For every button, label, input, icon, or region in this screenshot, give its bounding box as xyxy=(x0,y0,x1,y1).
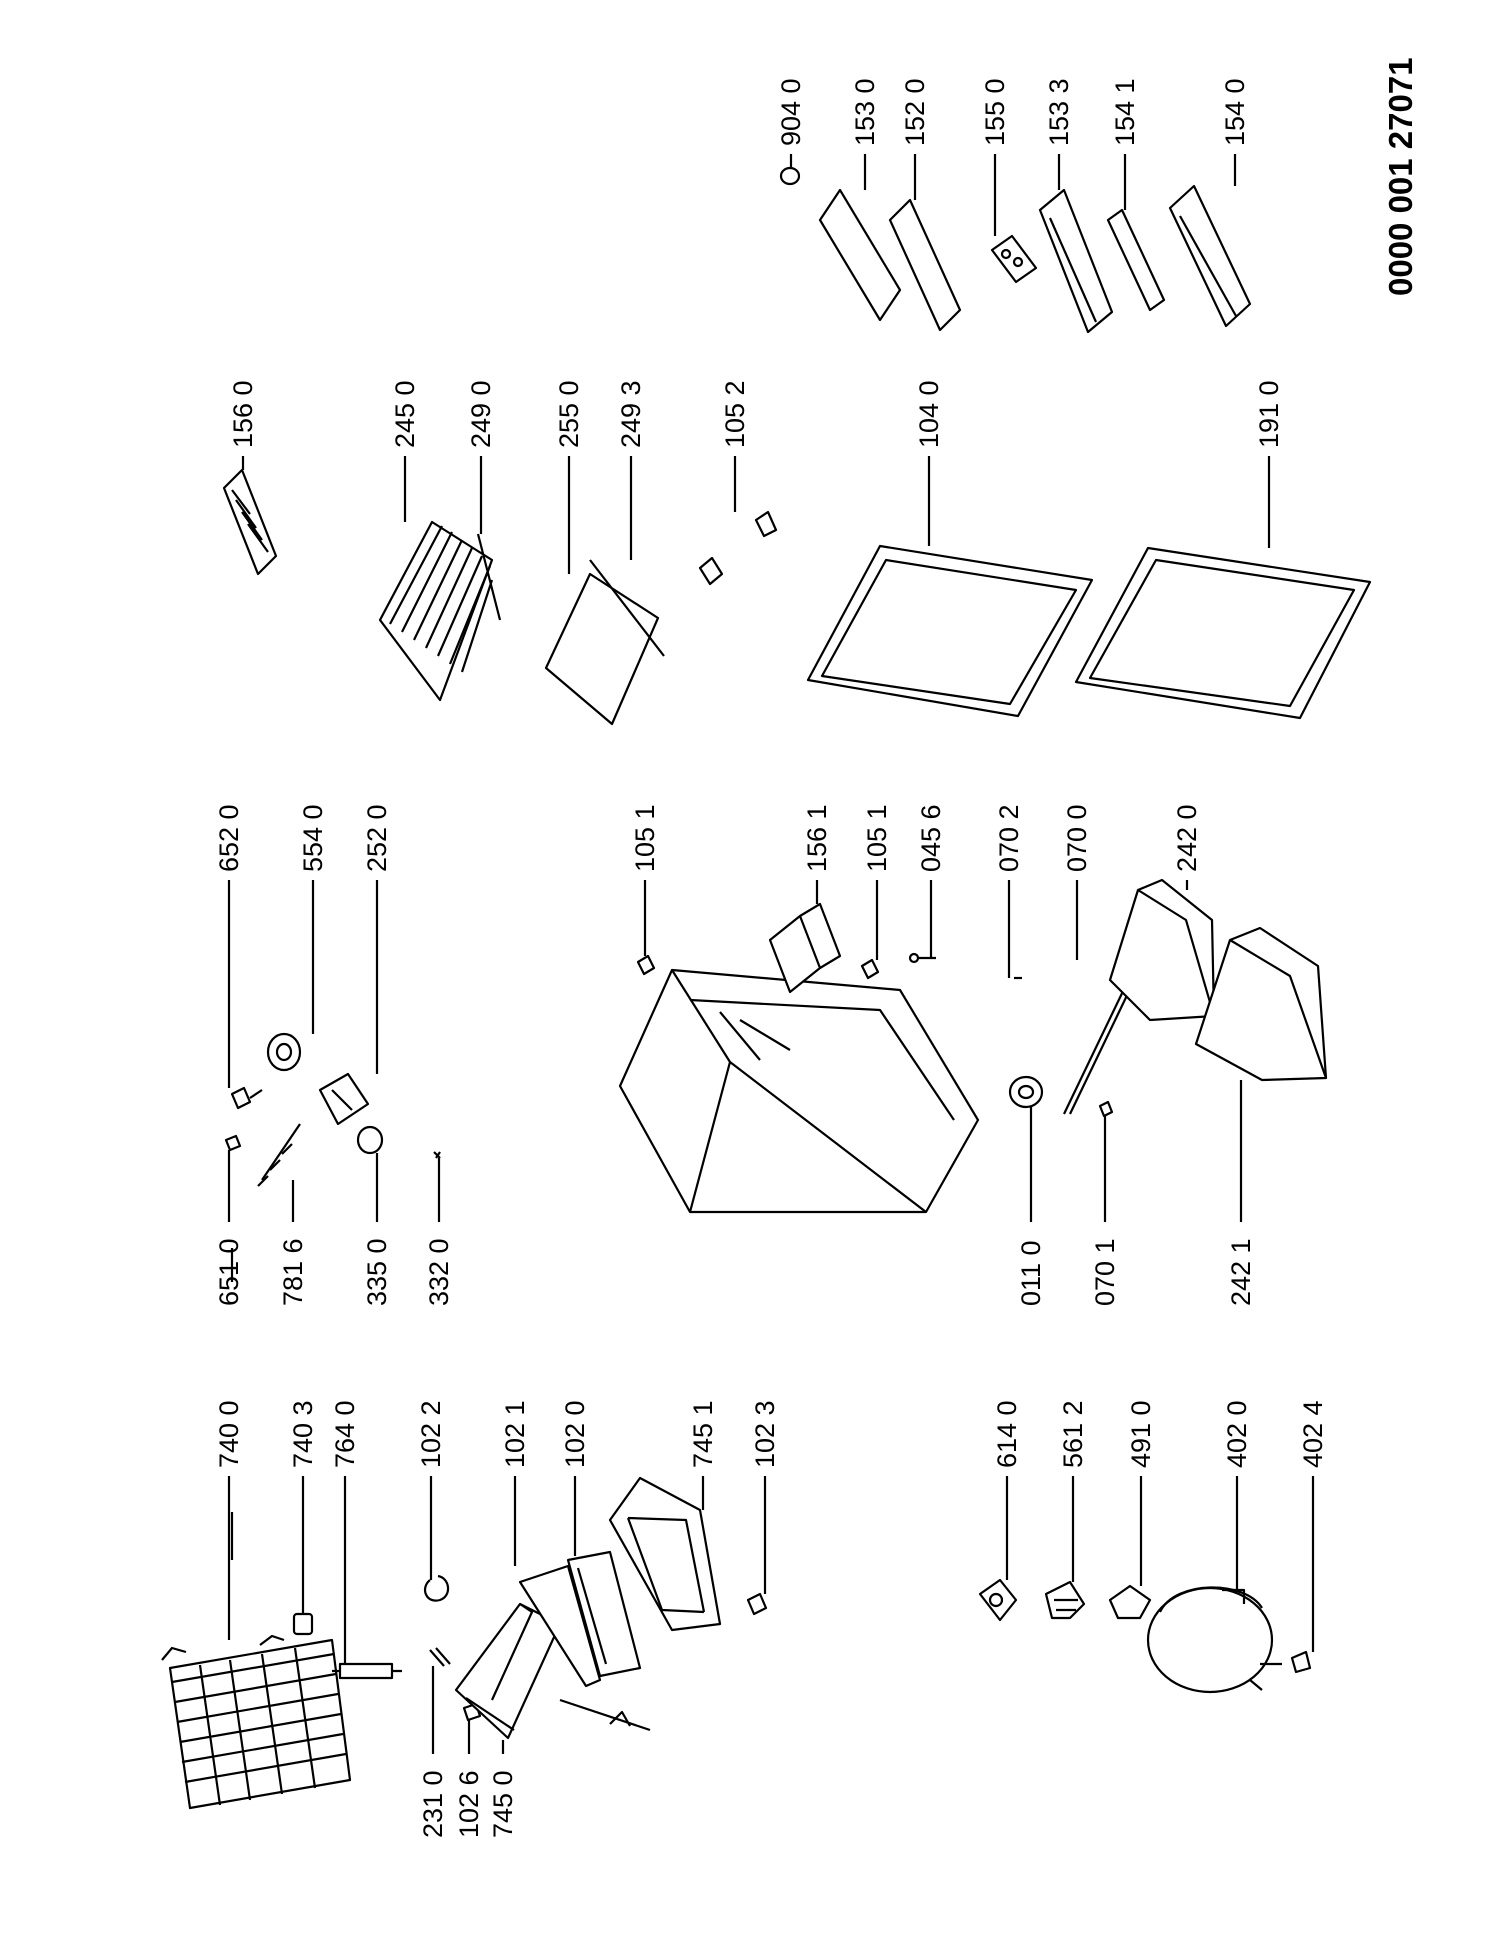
cover-491-0 xyxy=(1108,1584,1152,1620)
egg-tray-156-0 xyxy=(222,468,278,576)
shelf-trim-249-3 xyxy=(589,559,665,657)
part-label-2520: 252 0 xyxy=(362,804,392,872)
part-label-1051b: 105 1 xyxy=(862,804,892,872)
thermostat-252-0 xyxy=(318,1072,370,1126)
knob-554-0 xyxy=(266,1032,302,1072)
knob-335-0 xyxy=(356,1125,384,1155)
clip-102-3 xyxy=(746,1592,768,1616)
clip-070-1 xyxy=(1098,1100,1114,1118)
part-label-3350: 335 0 xyxy=(362,1238,392,1306)
drawer-242-1 xyxy=(1194,926,1328,1082)
part-label-0700: 070 0 xyxy=(1062,804,1092,872)
part-label-7403: 740 3 xyxy=(288,1400,318,1468)
door-gasket-191-0 xyxy=(1074,546,1372,720)
bracket-561-2 xyxy=(1044,1580,1086,1620)
part-label-2420: 242 0 xyxy=(1172,804,1202,872)
door-104-0 xyxy=(806,544,1094,718)
part-label-1533: 153 3 xyxy=(1044,78,1074,146)
part-label-5540: 554 0 xyxy=(298,804,328,872)
hinge-105-2 xyxy=(698,510,778,586)
cap-651-0 xyxy=(224,1134,242,1152)
part-label-1023: 102 3 xyxy=(750,1400,780,1468)
drip-tray-745-1 xyxy=(608,1476,722,1632)
condenser-coil-740-0 xyxy=(161,1634,352,1810)
bin-153-3 xyxy=(1038,188,1114,334)
part-label-7816: 781 6 xyxy=(278,1238,308,1306)
part-label-2550: 255 0 xyxy=(554,380,584,448)
bin-152-0 xyxy=(888,198,962,332)
part-labels: 740 0 740 3 764 0 102 2 102 1 102 0 745 1 102 3… xyxy=(214,78,1328,1838)
part-label-5612: 561 2 xyxy=(1058,1400,1088,1468)
lamp-holder-652-0 xyxy=(230,1086,263,1110)
filter-drier-764-0 xyxy=(332,1662,402,1680)
foot-011-0 xyxy=(1008,1075,1044,1109)
part-label-7400: 740 0 xyxy=(214,1400,244,1468)
clip-105-1-upper xyxy=(636,954,656,976)
part-label-1020: 102 0 xyxy=(560,1400,590,1468)
part-label-7451: 745 1 xyxy=(688,1400,718,1468)
clip-231-0 xyxy=(429,1647,451,1667)
clip-105-1-lower xyxy=(860,958,880,980)
part-label-9040: 904 0 xyxy=(776,78,806,146)
tube-740-3 xyxy=(292,1612,314,1636)
part-label-1541: 154 1 xyxy=(1110,78,1140,146)
part-label-0456: 045 6 xyxy=(916,804,946,872)
screw-332-0 xyxy=(433,1151,441,1159)
part-label-1561: 156 1 xyxy=(802,804,832,872)
part-label-2450: 245 0 xyxy=(390,380,420,448)
shelf-trim-249-0 xyxy=(476,533,502,621)
rail-102-0 xyxy=(566,1550,642,1678)
part-label-1051a: 105 1 xyxy=(630,804,660,872)
compressor-402-0 xyxy=(1146,1586,1282,1694)
part-label-1910: 191 0 xyxy=(1254,380,1284,448)
wire-shelf-245-0 xyxy=(378,520,494,702)
pin-045-6 xyxy=(908,952,936,964)
rail-102-1 xyxy=(518,1564,602,1688)
part-label-1540: 154 0 xyxy=(1220,78,1250,146)
part-label-1520: 152 0 xyxy=(900,78,930,146)
part-label-4020: 402 0 xyxy=(1222,1400,1252,1468)
part-label-2493: 249 3 xyxy=(616,380,646,448)
bin-trim-154-1 xyxy=(1106,208,1166,312)
part-label-4910: 491 0 xyxy=(1126,1400,1156,1468)
part-label-1026: 102 6 xyxy=(454,1770,484,1838)
part-label-7640: 764 0 xyxy=(330,1400,360,1468)
part-label-2421: 242 1 xyxy=(1226,1238,1256,1306)
clip-102-2 xyxy=(423,1574,450,1602)
part-label-1040: 104 0 xyxy=(914,380,944,448)
part-label-4024: 402 4 xyxy=(1298,1400,1328,1468)
part-label-0701: 070 1 xyxy=(1090,1238,1120,1306)
part-label-0702: 070 2 xyxy=(994,804,1024,872)
capillary-781-6 xyxy=(257,1123,301,1187)
egg-holder-155-0 xyxy=(990,234,1038,284)
part-label-1560: 156 0 xyxy=(228,380,258,448)
bin-154-0 xyxy=(1168,184,1252,328)
part-label-1530: 153 0 xyxy=(850,78,880,146)
part-label-6140: 614 0 xyxy=(992,1400,1022,1468)
box-156-1 xyxy=(768,902,842,994)
relay-614-0 xyxy=(978,1578,1018,1622)
part-label-1021: 102 1 xyxy=(500,1400,530,1468)
part-label-7450: 745 0 xyxy=(488,1770,518,1838)
cover-153-0 xyxy=(818,188,902,322)
drawer-242-0 xyxy=(1108,878,1216,1022)
cabinet xyxy=(618,968,980,1214)
document-number: 0000 001 27071 xyxy=(1382,57,1419,296)
part-label-6510: 651 0 xyxy=(214,1238,244,1306)
part-label-3320: 332 0 xyxy=(424,1238,454,1306)
part-label-1052: 105 2 xyxy=(720,380,750,448)
part-label-1550: 155 0 xyxy=(980,78,1010,146)
part-label-1022: 102 2 xyxy=(416,1400,446,1468)
grommet-402-4 xyxy=(1290,1650,1312,1674)
part-label-2310: 231 0 xyxy=(418,1770,448,1838)
part-label-2490: 249 0 xyxy=(466,380,496,448)
part-label-6520: 652 0 xyxy=(214,804,244,872)
cap-904-0 xyxy=(779,166,801,186)
part-label-0110: 011 0 xyxy=(1016,1240,1046,1306)
